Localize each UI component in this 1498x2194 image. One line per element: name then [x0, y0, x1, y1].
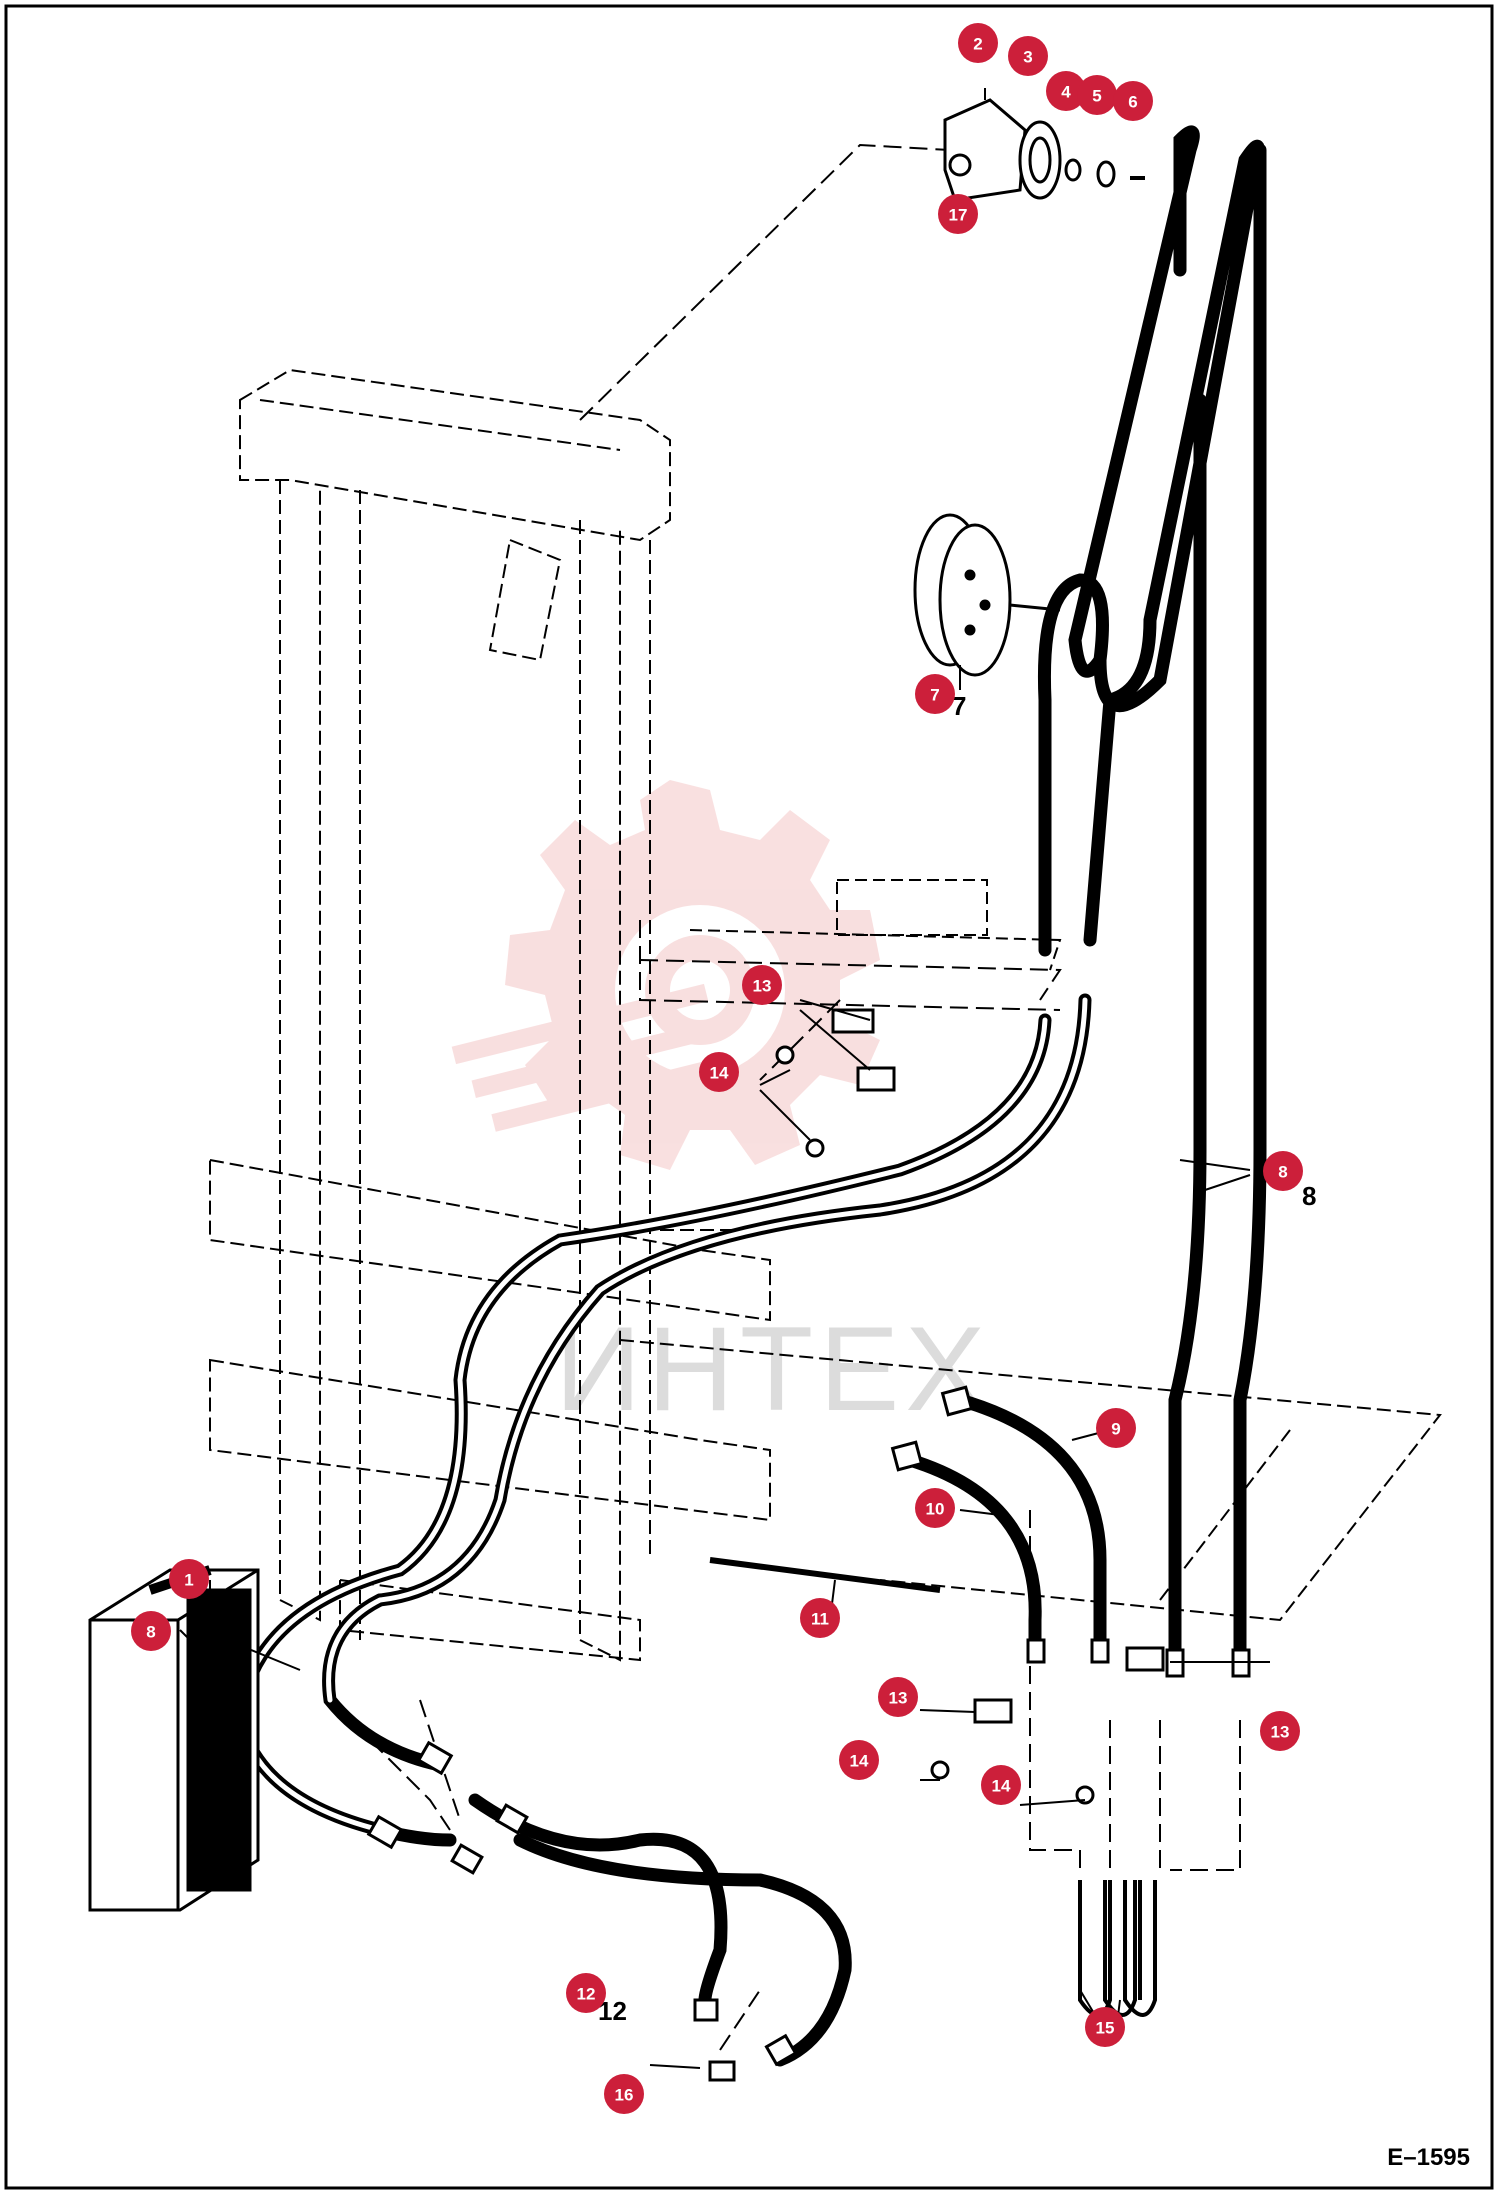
- callout-circle: [839, 1740, 879, 1780]
- leader-lines: [369, 143, 1241, 2051]
- callout-circle: [1096, 1408, 1136, 1448]
- callout-label: 3: [1023, 48, 1032, 67]
- reservoir-box: [88, 1565, 260, 1912]
- callout-6: 6: [1113, 81, 1153, 121]
- callout-label: 15: [1096, 2019, 1115, 2038]
- callout-circle: [938, 194, 978, 234]
- plate-outline: [689, 879, 1062, 971]
- callout-circle: [699, 1052, 739, 1092]
- bolts: [775, 1045, 1095, 1805]
- callout-14: 14: [981, 1765, 1021, 1805]
- callout-label: 4: [1061, 83, 1071, 102]
- diagram-frame: [4, 4, 1494, 2190]
- callout-2: 2: [958, 23, 998, 63]
- callout-12: 12: [566, 1973, 606, 2013]
- callout-5: 5: [1077, 75, 1117, 115]
- callout-8: 8: [1263, 1151, 1303, 1191]
- callout-label: 17: [949, 206, 968, 225]
- callout-16: 16: [604, 2074, 644, 2114]
- callout-13: 13: [742, 965, 782, 1005]
- callout-circle: [169, 1559, 209, 1599]
- callout-circle: [131, 1611, 171, 1651]
- callout-circle: [915, 1488, 955, 1528]
- callout-13: 13: [1260, 1711, 1300, 1751]
- callout-label: 16: [615, 2086, 634, 2105]
- callout-8: 8: [131, 1611, 171, 1651]
- callout-label: 11: [811, 1610, 829, 1629]
- callout-3: 3: [1008, 36, 1048, 76]
- callout-circle: [604, 2074, 644, 2114]
- callout-label: 5: [1092, 87, 1101, 106]
- callout-15: 15: [1085, 2007, 1125, 2047]
- callout-13: 13: [878, 1677, 918, 1717]
- callout-9: 9: [1096, 1408, 1136, 1448]
- callout-circle: [878, 1677, 918, 1717]
- callout-label: 14: [850, 1752, 869, 1771]
- callout-circle: [1046, 71, 1086, 111]
- callout-circle: [1113, 81, 1153, 121]
- top-pulley-assembly: [943, 98, 1145, 202]
- clips: [831, 1008, 1165, 1724]
- callout-7: 7: [915, 674, 955, 714]
- callout-label: 6: [1128, 93, 1137, 112]
- callout-label: 14: [992, 1777, 1011, 1796]
- rod: [709, 1557, 941, 1593]
- callout-circle: [566, 1973, 606, 2013]
- callout-label: 13: [1271, 1723, 1290, 1742]
- callout-circle: [915, 674, 955, 714]
- mast-outline: [209, 368, 1442, 1662]
- callout-17: 17: [938, 194, 978, 234]
- watermark-logo: [451, 780, 880, 1170]
- callout-circle: [958, 23, 998, 63]
- fitting-group: [1078, 1880, 1157, 2017]
- callout-circle: [1260, 1711, 1300, 1751]
- callout-label: 9: [1111, 1420, 1120, 1439]
- callout-1: 1: [169, 1559, 209, 1599]
- callout-label: 13: [753, 977, 772, 996]
- watermark-text: ИНТЕХ: [555, 1302, 991, 1436]
- callout-circle: [1077, 75, 1117, 115]
- callout-circle: [1008, 36, 1048, 76]
- short-hoses: [903, 1393, 1107, 1647]
- drawing-code: E–1595: [1387, 2144, 1470, 2171]
- callout-14: 14: [839, 1740, 879, 1780]
- callout-label: 1: [184, 1571, 193, 1590]
- plain-number-8: 8: [1302, 1181, 1316, 1211]
- callout-circle: [1085, 2007, 1125, 2047]
- callout-14: 14: [699, 1052, 739, 1092]
- callout-label: 8: [1278, 1163, 1287, 1182]
- callout-label: 2: [973, 35, 982, 54]
- callout-circle: [742, 965, 782, 1005]
- callout-11: 11: [800, 1598, 840, 1638]
- callout-label: 10: [926, 1500, 945, 1519]
- callout-label: 12: [577, 1985, 596, 2004]
- callout-10: 10: [915, 1488, 955, 1528]
- callout-label: 13: [889, 1689, 908, 1708]
- plain-number-7: 7: [952, 691, 966, 721]
- middle-pulley: [913, 513, 1061, 677]
- callout-circle: [800, 1598, 840, 1638]
- callout-circle: [981, 1765, 1021, 1805]
- hose-fittings: [366, 1385, 1251, 2082]
- callout-label: 8: [146, 1623, 155, 1642]
- callout-label: 14: [710, 1064, 729, 1083]
- callout-circle: [1263, 1151, 1303, 1191]
- callout-label: 7: [930, 686, 939, 705]
- callout-4: 4: [1046, 71, 1086, 111]
